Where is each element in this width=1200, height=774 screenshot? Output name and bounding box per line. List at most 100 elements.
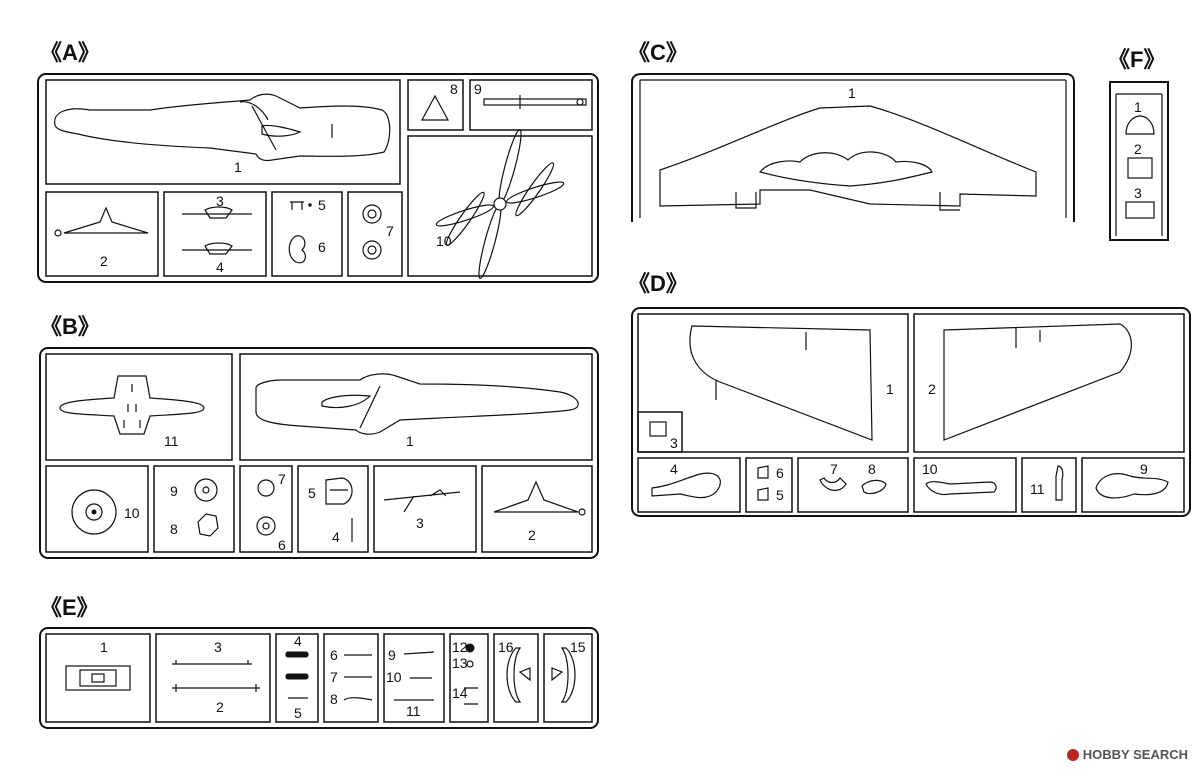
part-f-num-2: 2 (1134, 141, 1142, 157)
sprue-e-frame (39, 627, 599, 729)
part-e-num-16: 16 (498, 639, 514, 655)
part-d-num-6: 6 (776, 465, 784, 481)
part-a-num-7: 7 (386, 223, 394, 239)
part-a7-bottom (362, 240, 382, 260)
part-e-num-4: 4 (294, 633, 302, 649)
part-e8 (343, 697, 373, 701)
part-b5 (325, 477, 353, 505)
part-b-num-8: 8 (170, 521, 178, 537)
part-a1-fuselage (54, 93, 391, 162)
sprue-b: 1 2 3 4 5 6 7 8 9 10 11 (39, 347, 599, 559)
part-e-num-3: 3 (214, 639, 222, 655)
sprue-d-label: 《D》 (628, 271, 688, 296)
part-d9 (1095, 473, 1169, 499)
part-e3 (172, 660, 252, 665)
part-b-num-11: 11 (164, 433, 179, 449)
part-b-num-6: 6 (278, 537, 286, 553)
part-e-num-2: 2 (216, 699, 224, 715)
part-d2-upper-wing (943, 323, 1132, 441)
hobby-search-logo-icon (1066, 748, 1079, 761)
part-a-num-2: 2 (100, 253, 108, 269)
part-d-num-5: 5 (776, 487, 784, 503)
part-e1 (65, 665, 131, 691)
part-e-num-6: 6 (330, 647, 338, 663)
part-a5 (290, 201, 304, 210)
part-d3 (649, 421, 667, 437)
part-d10-pilot (925, 481, 997, 496)
part-e-num-10: 10 (386, 669, 402, 685)
part-b-num-2: 2 (528, 527, 536, 543)
sprue-b-label: 《B》 (40, 314, 100, 339)
part-b-num-9: 9 (170, 483, 178, 499)
part-a-num-9: 9 (474, 81, 482, 97)
part-a-num-3: 3 (216, 193, 224, 209)
part-e-num-13: 13 (452, 655, 468, 671)
part-d8 (861, 479, 887, 495)
part-b8 (197, 513, 219, 537)
part-b7 (257, 479, 275, 497)
part-b-num-1: 1 (406, 433, 414, 449)
part-e-num-1: 1 (100, 639, 108, 655)
part-e12 (465, 643, 475, 653)
part-b3 (383, 489, 461, 513)
part-a-num-1: 1 (234, 159, 242, 175)
part-b-num-5: 5 (308, 485, 316, 501)
part-d11 (1055, 465, 1064, 501)
part-c1-lower-wing (659, 105, 1037, 207)
part-e-num-11: 11 (406, 703, 421, 719)
sprue-e-label: 《E》 (40, 595, 99, 620)
part-f2 (1127, 157, 1153, 179)
part-e-num-12: 12 (452, 639, 468, 655)
part-b2 (493, 480, 579, 513)
part-e16 (506, 647, 522, 703)
sprue-a: 1 2 3 4 5 6 7 8 9 10 (37, 73, 599, 283)
part-e2 (172, 684, 260, 692)
sprue-a-label: 《A》 (40, 40, 100, 65)
part-a6 (288, 235, 306, 264)
part-f-num-3: 3 (1134, 185, 1142, 201)
sprue-f-label: 《F》 (1108, 47, 1166, 72)
part-f1 (1125, 115, 1155, 135)
part-d-num-7: 7 (830, 461, 838, 477)
sprue-d: 1 2 3 4 5 6 7 8 9 10 11 (631, 307, 1191, 517)
part-c-num-1: 1 (848, 85, 856, 101)
part-a-num-6: 6 (318, 239, 326, 255)
part-a-num-10: 10 (436, 233, 452, 249)
part-b-num-3: 3 (416, 515, 424, 531)
part-b-num-4: 4 (332, 529, 340, 545)
part-e14 (464, 687, 478, 705)
part-a3 (182, 206, 252, 219)
part-b10 (71, 489, 117, 535)
watermark-text: HOBBY SEARCH (1082, 747, 1188, 762)
part-b11 (59, 375, 205, 435)
part-a7-top (362, 204, 382, 224)
part-f3 (1125, 201, 1155, 219)
sprue-a-frame (37, 73, 599, 283)
part-e-num-5: 5 (294, 705, 302, 721)
part-d-num-11: 11 (1030, 481, 1045, 497)
part-d-num-4: 4 (670, 461, 678, 477)
part-f-num-1: 1 (1134, 99, 1142, 115)
part-d-num-3: 3 (670, 435, 678, 451)
part-d-num-2: 2 (928, 381, 936, 397)
part-a-num-5: 5 (318, 197, 326, 213)
watermark: HOBBY SEARCH (1066, 747, 1188, 762)
part-a4 (182, 242, 252, 255)
part-d7 (819, 477, 847, 491)
part-d-num-10: 10 (922, 461, 938, 477)
part-a2 (63, 206, 149, 234)
part-a8 (420, 94, 450, 121)
part-e-num-8: 8 (330, 691, 338, 707)
part-e9 (403, 651, 435, 655)
part-a-num-8: 8 (450, 81, 458, 97)
part-d1-upper-wing (689, 325, 873, 441)
part-e15 (560, 647, 576, 703)
part-e-num-14: 14 (452, 685, 468, 701)
sprue-f-frame (1109, 81, 1169, 241)
part-d5 (757, 487, 769, 501)
part-a9 (483, 98, 587, 106)
part-d6 (757, 465, 769, 479)
part-b6 (256, 516, 276, 536)
